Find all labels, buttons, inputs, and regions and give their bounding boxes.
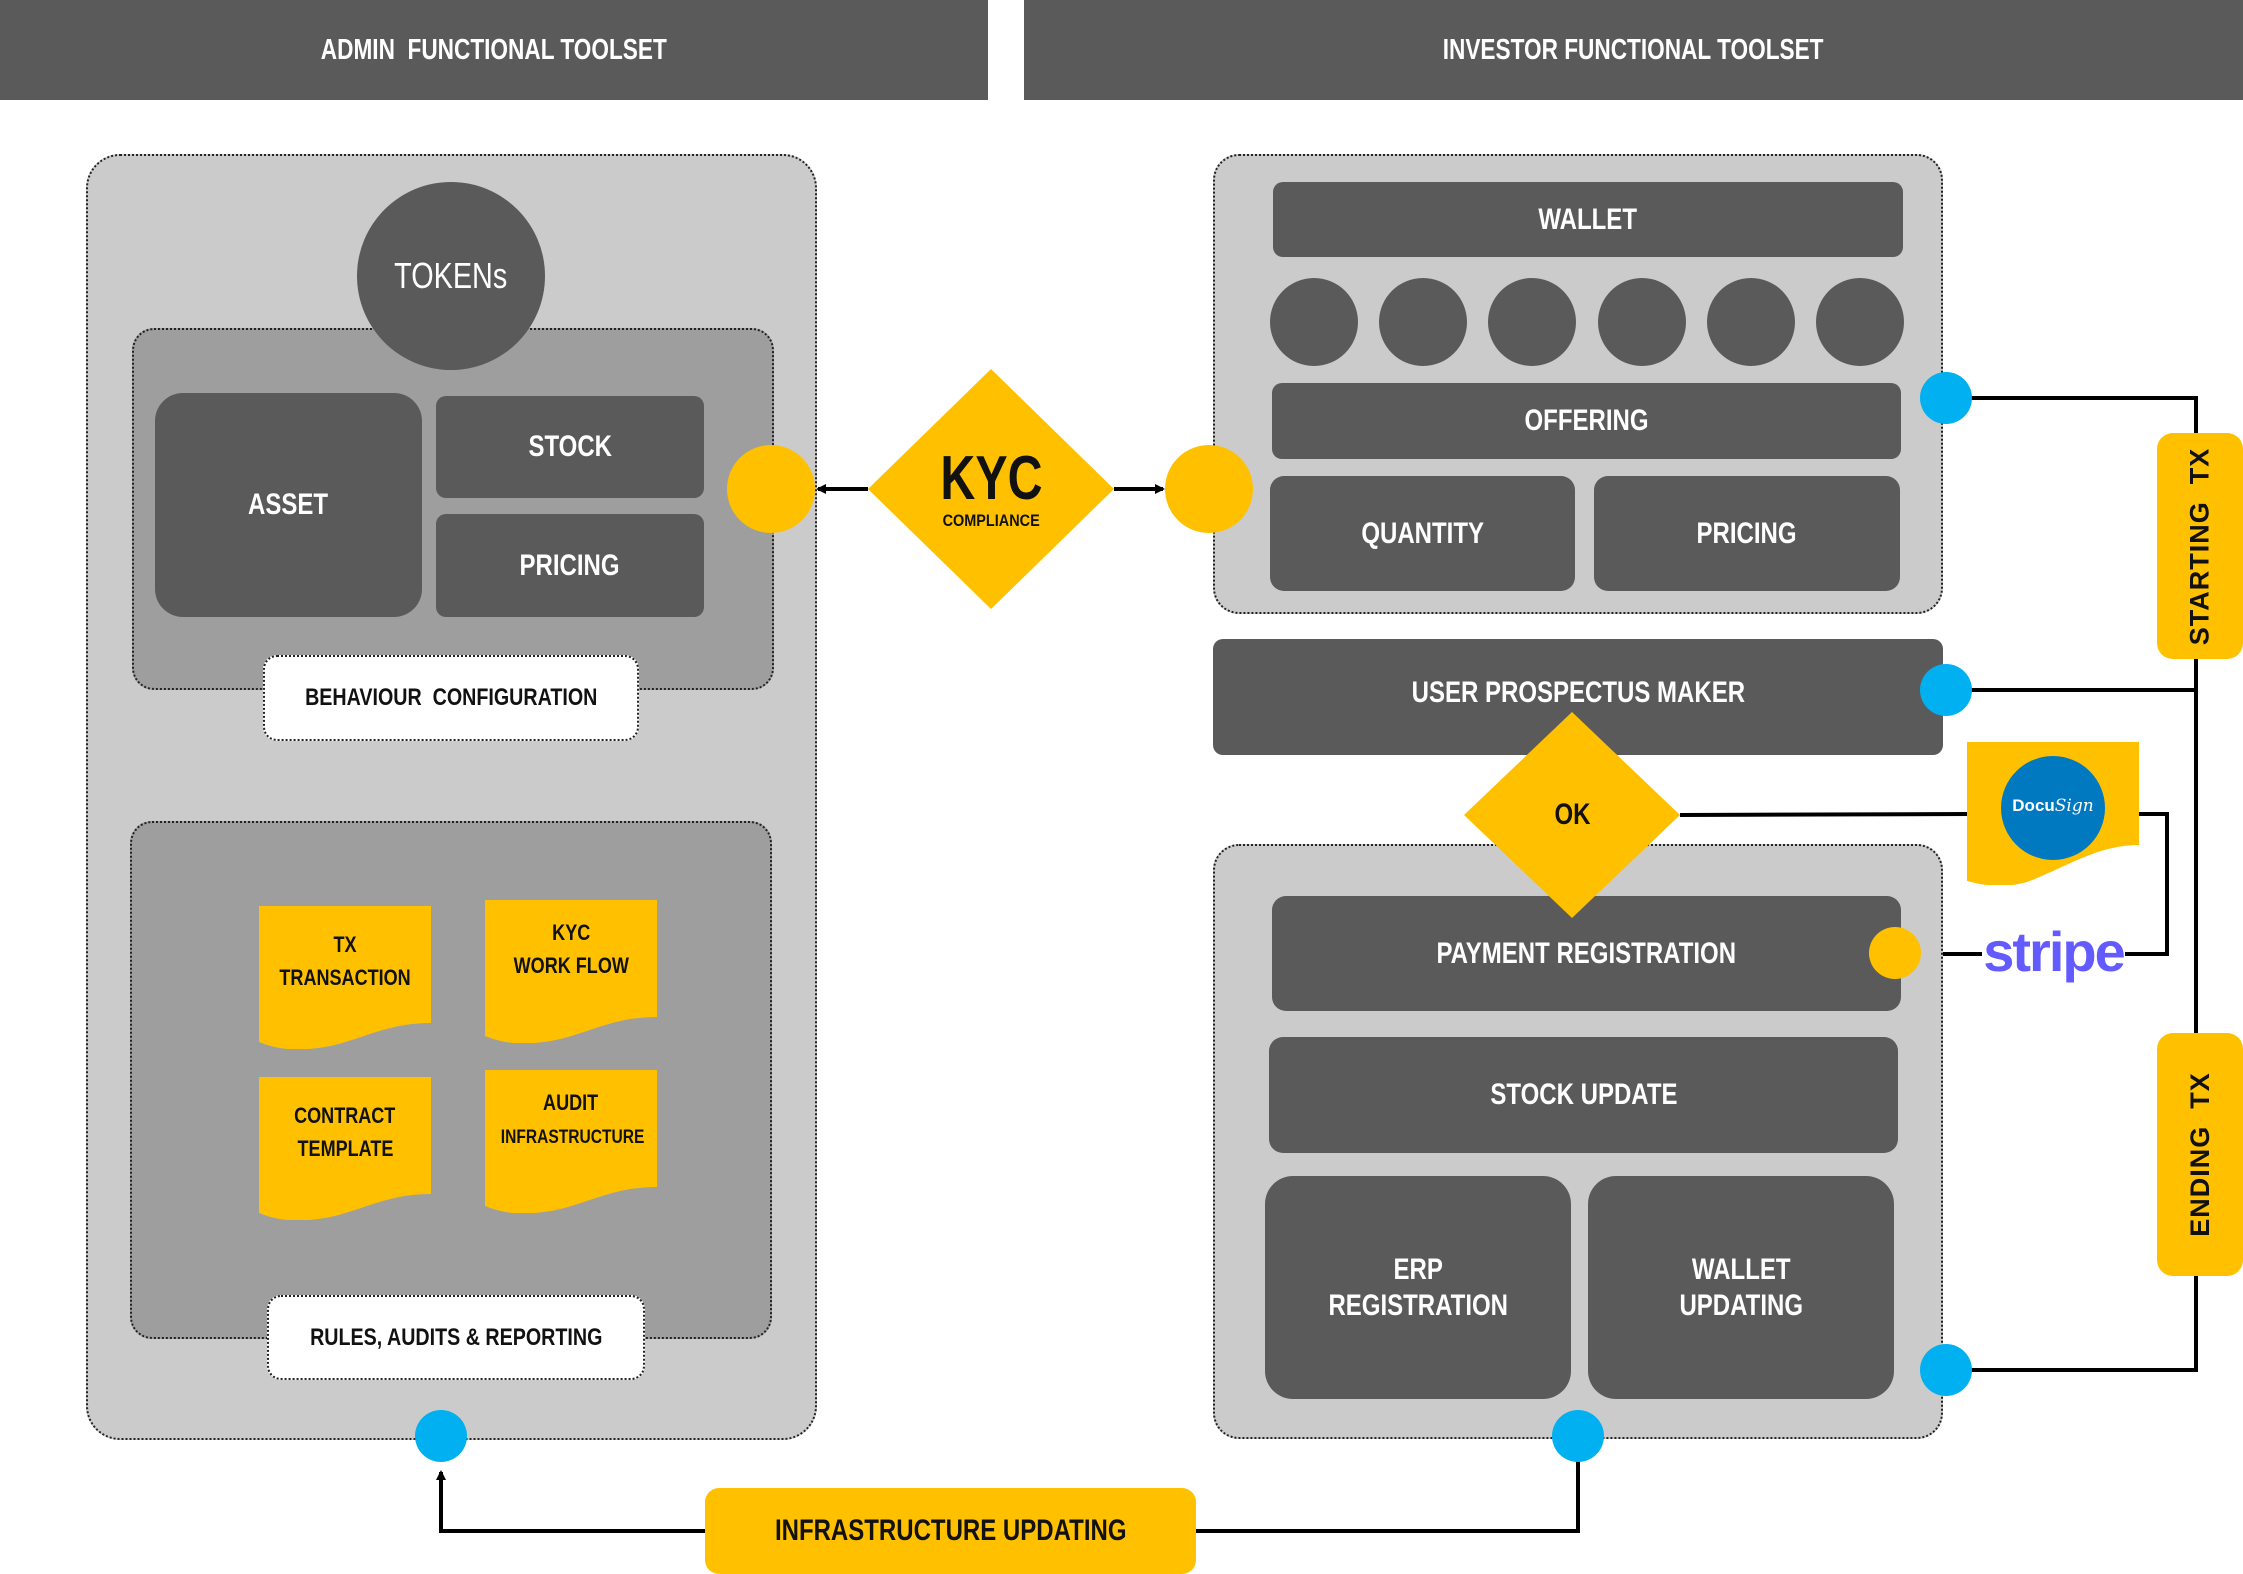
starting-tx-label: STARTING TX [2184,447,2215,645]
admin-header-title: ADMIN FUNCTIONAL TOOLSET [320,33,668,66]
ending-tx-tag[interactable]: ENDING TX [2157,1033,2243,1276]
tokens-node[interactable]: TOKENs [357,182,545,370]
note-kyc-workflow[interactable]: KYC WORK FLOW [485,900,657,1043]
offering-tx-connector [1920,372,1972,424]
note-text: AUDIT INFRASTRUCTURE [485,1086,657,1154]
ending-tx-connector [1920,1344,1972,1396]
kyc-diamond-text: KYC COMPLIANCE [898,429,1084,549]
wallet-token-circle[interactable] [1270,278,1358,366]
user-prospectus-maker-label: USER PROSPECTUS MAKER [1411,676,1745,709]
offering-label: OFFERING [1524,404,1649,437]
investor-pricing-box[interactable]: PRICING [1594,476,1900,591]
payment-registration-box[interactable]: PAYMENT REGISTRATION [1272,896,1901,1011]
note-line-1: AUDIT [543,1090,599,1115]
admin-pricing-box[interactable]: PRICING [436,514,704,617]
admin-kyc-connector [727,445,815,533]
tokens-label: TOKENs [394,255,508,297]
stock-box[interactable]: STOCK [436,396,704,498]
wallet-token-circle[interactable] [1597,278,1686,366]
stripe-logo: stripe [1983,920,2125,983]
wallet-token-circle[interactable] [1488,278,1577,366]
wallet-box[interactable]: WALLET [1273,182,1903,257]
kyc-compliance-diamond[interactable] [868,369,1114,609]
kyc-diamond-shape [868,369,1114,609]
stripe-integration[interactable]: stripe [1982,917,2126,987]
rules-audits-reporting-label[interactable]: RULES, AUDITS & REPORTING [267,1295,645,1380]
starting-tx-line [1946,396,2198,1372]
prospectus-tx-connector [1920,664,1972,716]
docusign-integration[interactable]: DocuSign [1967,742,2139,885]
note-text: KYC WORK FLOW [485,916,657,982]
wallet-label: WALLET [1538,202,1638,236]
quantity-box[interactable]: QUANTITY [1270,476,1575,591]
note-text: TX TRANSACTION [259,928,431,994]
asset-box[interactable]: ASSET [155,393,422,617]
note-line-1: TX [333,932,357,957]
behaviour-configuration-label[interactable]: BEHAVIOUR CONFIGURATION [263,655,639,741]
wallet-token-circle[interactable] [1706,278,1795,366]
asset-label: ASSET [248,488,329,521]
ok-docusign-line [1679,812,1971,817]
investor-header-title: INVESTOR FUNCTIONAL TOOLSET [1443,33,1824,66]
note-shape [485,900,657,1043]
note-line-1: CONTRACT [294,1103,396,1128]
rules-audits-reporting-text: RULES, AUDITS & REPORTING [309,1323,603,1351]
erp-registration-box[interactable]: ERP REGISTRATION [1265,1176,1571,1399]
stock-update-label: STOCK UPDATE [1489,1078,1678,1111]
note-shape [259,1077,431,1220]
investor-kyc-connector [1165,445,1253,533]
note-shape [485,1070,657,1213]
ok-label: OK [1554,798,1590,831]
payment-stripe-connector [1869,927,1921,979]
docusign-stripe-line [2125,812,2169,956]
ending-tx-label: ENDING TX [2184,1072,2215,1237]
note-line-2: INFRASTRUCTURE [500,1127,645,1148]
wallet-updating-label: WALLET UPDATING [1679,1252,1803,1322]
note-line-2: TRANSACTION [279,965,411,990]
admin-pricing-label: PRICING [519,548,620,582]
ok-diamond-shape [1464,712,1680,918]
note-tx-transaction[interactable]: TX TRANSACTION [259,906,431,1049]
note-line-1: KYC [551,920,591,945]
docusign-text-docu: Docu [2012,796,2055,815]
investor-pricing-label: PRICING [1696,516,1797,550]
payment-registration-label: PAYMENT REGISTRATION [1436,936,1737,970]
note-line-2: WORK FLOW [513,953,629,978]
ok-approval-diamond[interactable] [1464,712,1680,918]
user-prospectus-maker-box[interactable]: USER PROSPECTUS MAKER [1213,639,1943,755]
note-shape [259,906,431,1049]
docusign-text-sign: Sign [2054,796,2094,816]
stock-label: STOCK [528,430,612,463]
note-text: CONTRACT TEMPLATE [259,1099,431,1165]
note-line-2: TEMPLATE [297,1136,393,1161]
docusign-note-shape [1967,742,2139,885]
wallet-token-circle[interactable] [1816,278,1904,366]
erp-registration-label: ERP REGISTRATION [1328,1252,1508,1322]
offering-box[interactable]: OFFERING [1272,383,1901,459]
admin-infra-connector [415,1410,467,1462]
investor-toolset-header: INVESTOR FUNCTIONAL TOOLSET [1024,0,2243,100]
wallet-updating-box[interactable]: WALLET UPDATING [1588,1176,1894,1399]
admin-toolset-header: ADMIN FUNCTIONAL TOOLSET [0,0,988,100]
behaviour-configuration-text: BEHAVIOUR CONFIGURATION [304,684,598,711]
investor-infra-connector [1552,1410,1604,1462]
ok-diamond-text: OK [1522,790,1622,840]
quantity-label: QUANTITY [1361,516,1484,550]
infrastructure-updating-box[interactable]: INFRASTRUCTURE UPDATING [705,1488,1196,1574]
rules-group [130,821,772,1339]
note-contract-template[interactable]: CONTRACT TEMPLATE [259,1077,431,1220]
kyc-subtitle: COMPLIANCE [942,511,1040,530]
docusign-logo: DocuSign [2001,796,2105,816]
note-audit-infrastructure[interactable]: AUDIT INFRASTRUCTURE [485,1070,657,1213]
wallet-token-circle[interactable] [1379,278,1468,366]
starting-tx-tag[interactable]: STARTING TX [2157,433,2243,659]
kyc-title: KYC [939,444,1043,513]
infrastructure-updating-label: INFRASTRUCTURE UPDATING [774,1514,1127,1547]
stock-update-box[interactable]: STOCK UPDATE [1269,1037,1898,1153]
